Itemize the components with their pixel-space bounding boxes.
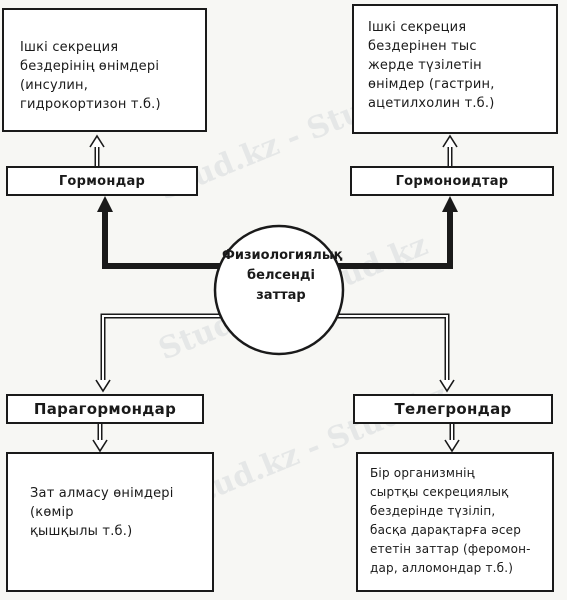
arrow-hormonoids-to-top-right (442, 134, 458, 166)
arrow-telegrons-to-bottom-right (444, 424, 460, 453)
bottom-right-box: Бір организмнің сыртқы секрециялық безде… (356, 452, 554, 592)
arrow-parahormones-to-bottom-left (92, 424, 108, 453)
hormones-label: Гормондар (6, 166, 198, 196)
bottom-left-box: Зат алмасу өнімдері (көмір қышқылы т.б.) (6, 452, 214, 592)
parahormones-label: Парагормондар (6, 394, 204, 424)
center-circle-label: Физиологиялық белсенді заттар (222, 248, 343, 303)
top-left-box: Ішкі секреция бездерінің өнімдері (инсул… (2, 8, 207, 132)
bottom-left-box-text: Зат алмасу өнімдері (көмір қышқылы т.б.) (30, 486, 174, 539)
arrow-circle-to-parahormones (95, 313, 232, 393)
arrow-circle-to-hormonoids (332, 196, 458, 269)
arrow-circle-to-hormones (97, 196, 226, 269)
center-circle (213, 224, 345, 356)
top-right-box: Ішкі секреция бездерінен тыс жерде түзіл… (352, 4, 558, 134)
hormonoids-label: Гормоноидтар (350, 166, 554, 196)
arrow-hormones-to-top-left (89, 134, 105, 166)
top-left-box-text: Ішкі секреция бездерінің өнімдері (инсул… (20, 40, 161, 112)
top-right-box-text: Ішкі секреция бездерінен тыс жерде түзіл… (368, 20, 495, 111)
bottom-right-box-text: Бір организмнің сыртқы секрециялық безде… (370, 466, 531, 575)
arrow-circle-to-telegrons (327, 313, 455, 393)
telegrons-label: Телегрондар (353, 394, 553, 424)
